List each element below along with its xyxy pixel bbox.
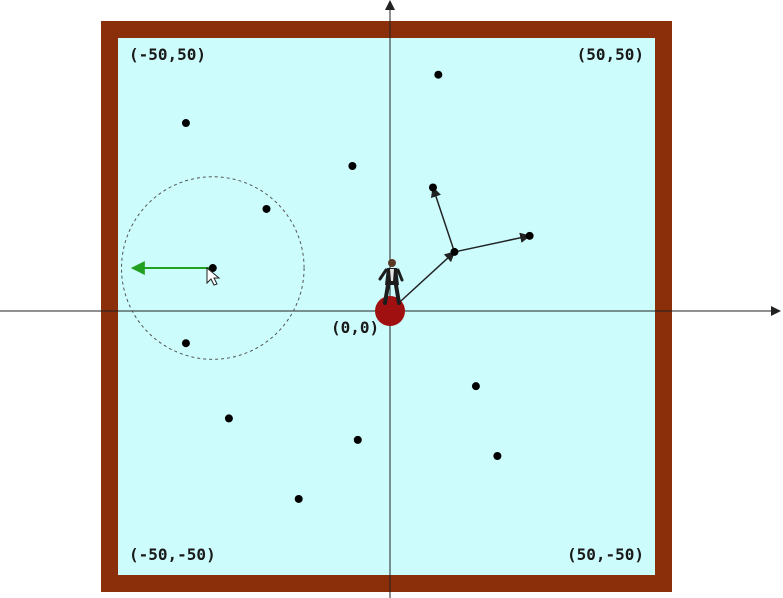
world-point-2[interactable] [181, 119, 190, 128]
world-point-12[interactable] [353, 435, 362, 444]
origin-label: (0,0) [331, 318, 379, 337]
world-point-11[interactable] [224, 414, 233, 423]
point-layer [181, 70, 534, 503]
range-circle [120, 176, 305, 360]
corner-label-top-left: (-50,50) [129, 45, 206, 64]
world-point-5[interactable] [262, 204, 271, 213]
range-layer [120, 176, 305, 360]
world-point-13[interactable] [493, 451, 502, 460]
corner-label-bottom-left: (-50,-50) [129, 545, 216, 564]
world-point-10[interactable] [471, 382, 480, 391]
person-figure-icon[interactable] [378, 259, 404, 305]
corner-label-bottom-right: (50,-50) [567, 545, 644, 564]
x-axis-arrow-icon [771, 306, 781, 316]
world-point-8[interactable] [208, 264, 217, 273]
world-point-9[interactable] [181, 339, 190, 348]
vector-arrow-3 [454, 232, 531, 253]
world-point-3[interactable] [348, 162, 357, 171]
mouse-pointer-icon [206, 266, 221, 286]
vector-arrow-2 [430, 186, 456, 253]
world-point-7[interactable] [450, 247, 459, 256]
world-point-4[interactable] [428, 183, 437, 192]
world-point-14[interactable] [294, 494, 303, 503]
y-axis-arrow-icon [385, 0, 395, 10]
corner-label-top-right: (50,50) [577, 45, 644, 64]
world-point-6[interactable] [525, 231, 534, 240]
world-point-1[interactable] [434, 70, 443, 79]
